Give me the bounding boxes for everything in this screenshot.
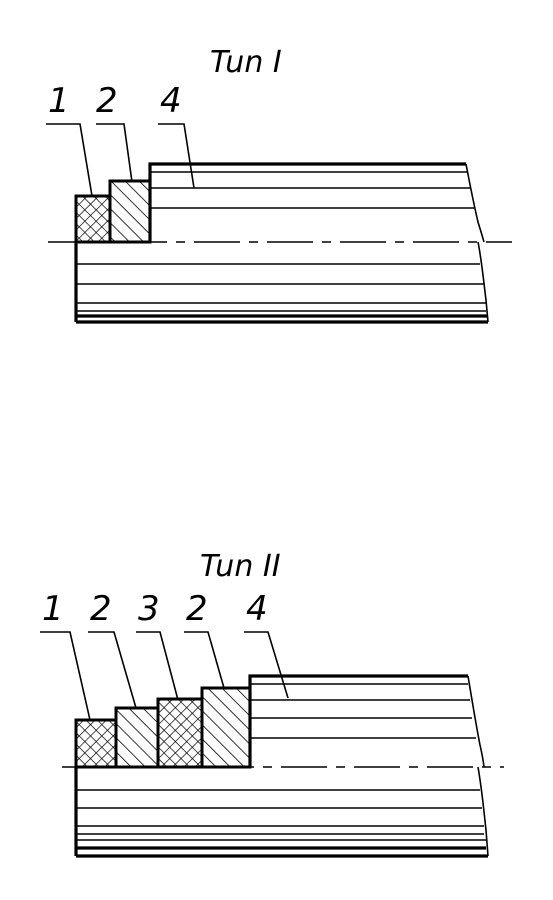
- figure-2-label-4: 4: [246, 589, 268, 629]
- figure-2-core: [74, 766, 489, 858]
- figure-1-label-2: 2: [96, 81, 118, 121]
- figure-2-sheath-4: [248, 674, 485, 768]
- figure-1-layer-1: [74, 194, 112, 244]
- figure-1-leaders: [46, 123, 195, 197]
- figure-2-label-1: 1: [42, 589, 64, 629]
- figure-2-layer-1: [74, 718, 118, 769]
- figure-1-label-4: 4: [160, 81, 182, 121]
- figure-type-1: Tun I 1 2 4: [46, 45, 512, 324]
- figure-1-label-1: 1: [48, 81, 70, 121]
- figure-2-label-3: 3: [138, 589, 160, 629]
- figure-1-core: [74, 241, 489, 324]
- figure-2-label-2b: 2: [186, 589, 208, 629]
- figure-1-layer-2: [108, 179, 152, 244]
- figure-2-label-2a: 2: [90, 589, 112, 629]
- figure-2-layer-2b: [200, 686, 252, 769]
- figure-2-title: Tun II: [200, 549, 281, 584]
- figure-2-layer-3: [156, 697, 204, 769]
- figure-type-2: Tun II 1 2 3 2 4: [40, 549, 504, 858]
- figure-1-sheath-4: [148, 162, 485, 243]
- figure-2-layer-2a: [114, 706, 160, 769]
- figure-1-title: Tun I: [210, 45, 282, 80]
